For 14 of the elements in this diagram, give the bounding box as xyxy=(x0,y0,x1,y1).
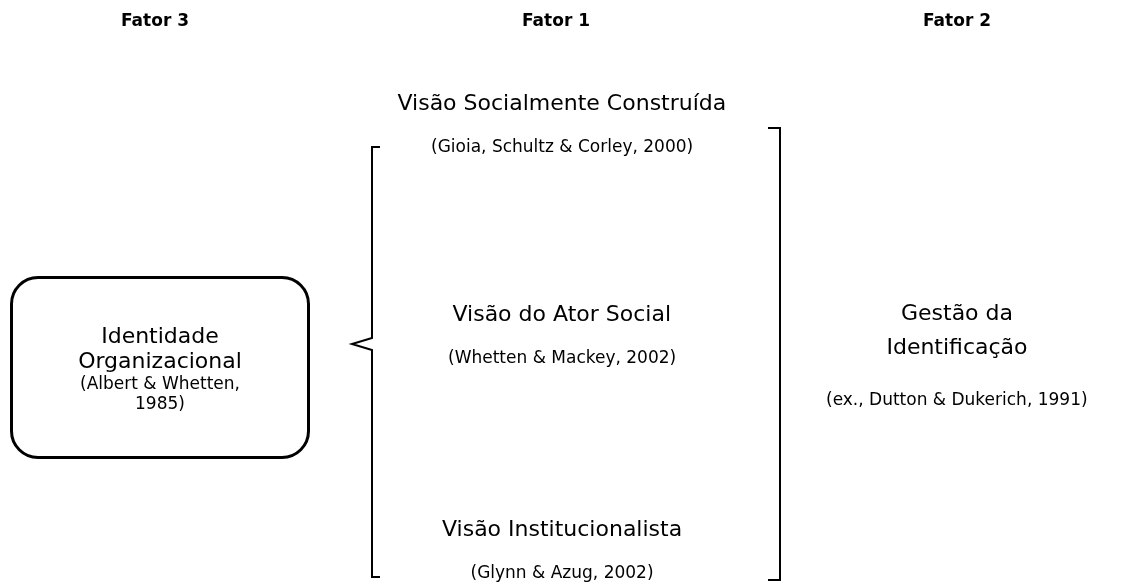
view-title: Visão Socialmente Construída xyxy=(397,89,727,115)
column-heading: Fator 3 xyxy=(121,10,190,30)
citation: (Albert & Whetten, 1985) xyxy=(79,372,241,413)
citation: (Whetten & Mackey, 2002) xyxy=(448,347,677,367)
citation: (Glynn & Azug, 2002) xyxy=(470,562,654,582)
view-title: Visão Institucionalista xyxy=(442,515,683,541)
view-title: Gestão da Identificação xyxy=(885,299,1029,361)
box-title: Identidade Organizacional xyxy=(77,322,243,373)
column-heading: Fator 2 xyxy=(923,10,992,30)
view-title: Visão do Ator Social xyxy=(452,300,671,326)
citation: (Gioia, Schultz & Corley, 2000) xyxy=(431,136,694,156)
column-heading: Fator 1 xyxy=(522,10,591,30)
citation: (ex., Dutton & Dukerich, 1991) xyxy=(826,389,1088,409)
rounded-box xyxy=(10,276,310,459)
